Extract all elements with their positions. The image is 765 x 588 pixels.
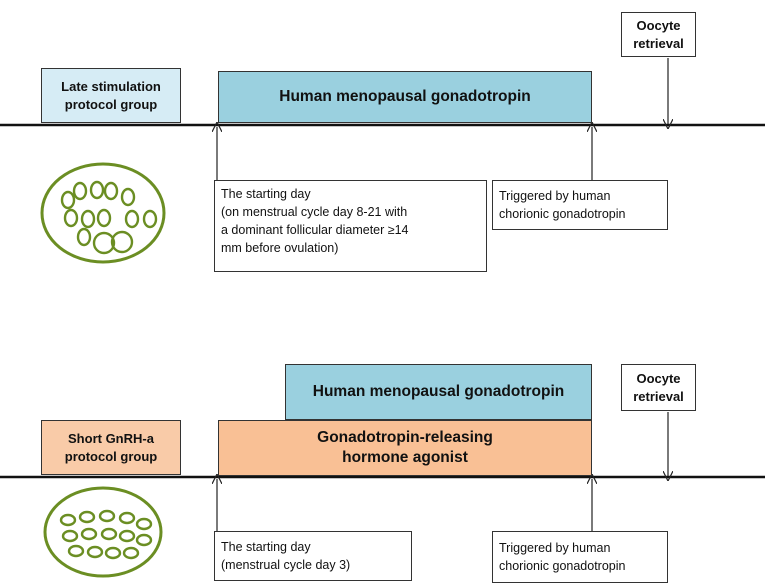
top-hmg-bar: Human menopausal gonadotropin [218, 71, 592, 123]
bottom-starting-day-note: The starting day (menstrual cycle day 3) [214, 531, 412, 581]
top-trigger-note: Triggered by human chorionic gonadotropi… [492, 180, 668, 230]
top-oocyte-retrieval-label: Oocyte retrieval [621, 12, 696, 57]
bottom-oocyte-retrieval-label: Oocyte retrieval [621, 364, 696, 411]
bottom-gnrh-bar: Gonadotropin-releasing hormone agonist [218, 420, 592, 476]
short-gnrh-group-label: Short GnRH-a protocol group [41, 420, 181, 475]
late-stimulation-group-label: Late stimulation protocol group [41, 68, 181, 123]
bottom-ovary-icon [43, 486, 163, 578]
top-starting-day-note: The starting day (on menstrual cycle day… [214, 180, 487, 272]
bottom-hmg-bar: Human menopausal gonadotropin [285, 364, 592, 420]
top-ovary-icon [40, 162, 166, 264]
bottom-trigger-note: Triggered by human chorionic gonadotropi… [492, 531, 668, 583]
